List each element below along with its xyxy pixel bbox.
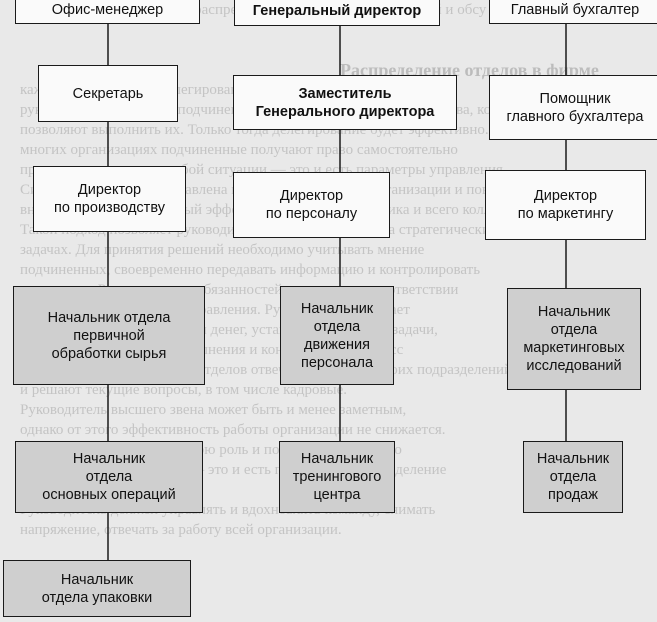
main-operations-head-line: основных операций xyxy=(42,487,176,503)
marketing-research-head-line: отдела xyxy=(550,322,598,338)
background-line: Руководитель высшего звена может быть и … xyxy=(20,402,407,418)
training-center-head-box: Начальник тренингового центра xyxy=(279,441,395,513)
packaging-head-line: Начальник xyxy=(60,571,134,588)
marketing-director-line: по маркетингу xyxy=(517,206,614,222)
sales-head-line: Начальник xyxy=(536,451,610,467)
training-center-head-line: центра xyxy=(313,487,361,503)
marketing-research-head-box: Начальник отдела маркетинговых исследова… xyxy=(507,288,641,390)
sales-head-box: Начальник отдела продаж xyxy=(523,441,623,513)
ceo-box: Генеральный директор xyxy=(234,0,440,26)
staff-movement-head-line: персонала xyxy=(300,354,374,371)
deputy-ceo-line: Генерального директора xyxy=(255,103,435,120)
raw-processing-head-line: Начальник отдела xyxy=(47,309,171,326)
marketing-director-box: Директор по маркетингу xyxy=(485,170,646,240)
ceo-label: Генеральный директор xyxy=(252,3,422,19)
training-center-head-line: Начальник xyxy=(300,451,374,467)
assistant-accountant-box: Помощник главного бухгалтера xyxy=(489,75,657,140)
marketing-director-line: Директор xyxy=(533,188,598,204)
staff-movement-head-line: движения xyxy=(304,336,370,353)
secretary-label: Секретарь xyxy=(72,85,144,102)
marketing-research-head-line: маркетинговых xyxy=(523,340,625,356)
deputy-ceo-line: Заместитель xyxy=(298,85,392,102)
packaging-head-line: отдела упаковки xyxy=(41,589,153,606)
background-line: задачах. Для принятия решений необходимо… xyxy=(20,242,425,258)
raw-processing-head-line: первичной xyxy=(73,327,145,344)
production-director-box: Директор по производству xyxy=(33,166,186,232)
chief-accountant-box: Главный бухгалтер xyxy=(489,0,657,24)
production-director-line: по производству xyxy=(54,200,165,216)
training-center-head-line: тренингового xyxy=(292,469,382,485)
staff-movement-head-line: Начальник xyxy=(300,300,374,317)
sales-head-line: продаж xyxy=(548,487,598,503)
background-line: многих организациях подчиненные получают… xyxy=(20,142,458,158)
assistant-accountant-line: Помощник xyxy=(539,90,611,107)
sales-head-line: отдела xyxy=(549,469,597,485)
office-manager-label: Офис-менеджер xyxy=(51,2,164,18)
chief-accountant-label: Главный бухгалтер xyxy=(510,2,640,18)
hr-director-line: по персоналу xyxy=(265,206,358,222)
packaging-head-box: Начальник отдела упаковки xyxy=(3,560,191,617)
raw-processing-head-line: обработки сырья xyxy=(51,345,167,362)
background-line: и решают текущие вопросы, в том числе ка… xyxy=(20,382,348,398)
background-line: подчиненных, своевременно передавать инф… xyxy=(20,262,481,278)
hr-director-line: Директор xyxy=(279,188,344,204)
raw-processing-head-box: Начальник отдела первичной обработки сыр… xyxy=(13,286,205,385)
production-director-line: Директор xyxy=(77,182,142,198)
main-operations-head-line: Начальник xyxy=(72,451,146,467)
hr-director-box: Директор по персоналу xyxy=(233,172,390,238)
main-operations-head-box: Начальник отдела основных операций xyxy=(15,441,203,513)
marketing-research-head-line: Начальник xyxy=(537,304,611,320)
office-manager-box: Офис-менеджер xyxy=(15,0,200,24)
assistant-accountant-line: главного бухгалтера xyxy=(506,108,644,125)
background-line: однако от этого эффективность работы орг… xyxy=(20,422,446,438)
secretary-box: Секретарь xyxy=(38,65,178,122)
main-operations-head-line: отдела xyxy=(85,469,133,485)
staff-movement-head-line: отдела xyxy=(313,318,361,335)
deputy-ceo-box: Заместитель Генерального директора xyxy=(233,75,457,130)
marketing-research-head-line: исследований xyxy=(526,358,622,374)
background-line: напряжение, отвечать за работу всей орга… xyxy=(20,522,342,538)
staff-movement-head-box: Начальник отдела движения персонала xyxy=(280,286,394,385)
